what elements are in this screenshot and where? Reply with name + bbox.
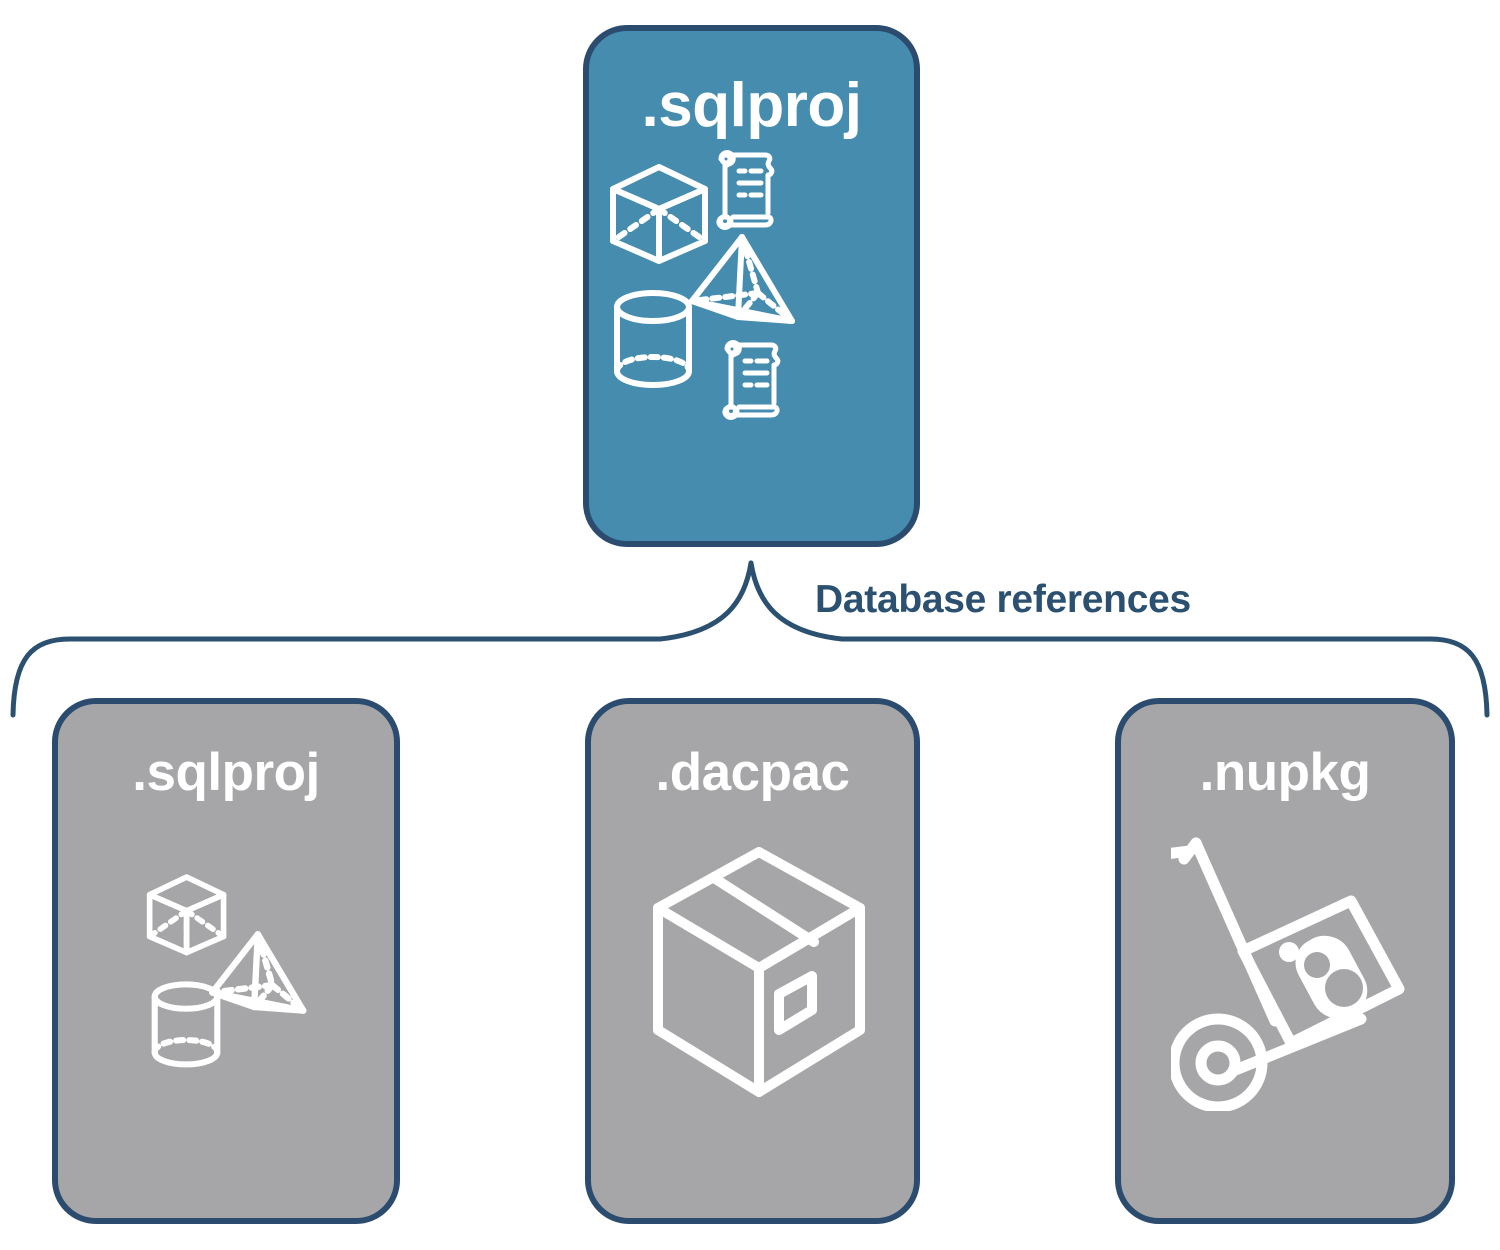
root-node-label: .sqlproj — [641, 71, 862, 140]
reference-node-icon-group — [1121, 799, 1449, 1218]
reference-node-icon-group — [591, 799, 914, 1218]
connector-label: Database references — [815, 578, 1191, 621]
reference-node-nupkg[interactable]: .nupkg — [1115, 698, 1455, 1224]
pyramid-icon — [689, 234, 795, 324]
cylinder-icon — [614, 290, 692, 388]
root-node-icon-group — [583, 147, 920, 447]
cylinder-icon — [151, 981, 221, 1068]
reference-node-sqlproj[interactable]: .sqlproj — [52, 698, 400, 1224]
package-box-icon — [653, 847, 865, 1097]
scroll-icon — [722, 340, 781, 420]
cube-icon — [146, 874, 227, 956]
reference-node-label: .sqlproj — [132, 743, 320, 802]
scroll-icon — [716, 150, 775, 230]
reference-node-label: .dacpac — [655, 743, 850, 802]
cube-icon — [610, 164, 708, 264]
hand-truck-icon — [1171, 837, 1405, 1111]
reference-node-label: .nupkg — [1199, 743, 1371, 802]
pyramid-icon — [209, 931, 307, 1014]
reference-node-dacpac[interactable]: .dacpac — [585, 698, 920, 1224]
root-node-sqlproj[interactable]: .sqlproj — [583, 25, 920, 547]
reference-node-icon-group — [58, 799, 394, 1218]
